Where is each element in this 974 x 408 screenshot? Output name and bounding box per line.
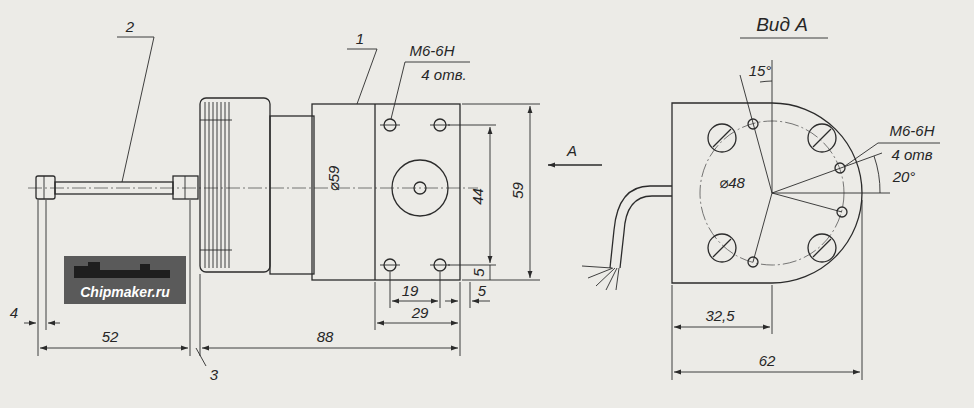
watermark: Chipmaker.ru: [78, 284, 171, 300]
dimension: 19: [400, 282, 421, 299]
dimension: ⌀59: [326, 163, 343, 193]
angle-dimension: 15°: [747, 62, 774, 79]
end-view: [582, 38, 940, 380]
dimension: 3: [208, 366, 220, 383]
dimension: 52: [100, 328, 121, 345]
dimension: 32,5: [703, 307, 736, 324]
dimension: 59: [509, 180, 526, 201]
hole-count: 4 отв.: [419, 66, 468, 83]
thread-note: М6-6Н: [887, 122, 936, 139]
dimension: ⌀48: [717, 174, 747, 191]
view-letter: А: [565, 142, 579, 159]
view-title: Вид А: [754, 14, 810, 35]
dimension: 88: [315, 328, 336, 345]
watermark-ground: [64, 256, 186, 304]
dimension: 44: [469, 186, 486, 207]
dimension: 29: [410, 304, 431, 321]
dimension: 4: [8, 304, 20, 321]
dimension: 5: [470, 266, 487, 278]
side-view: [24, 37, 602, 366]
callout-number: 2: [124, 18, 136, 35]
callout-number: 1: [354, 30, 366, 47]
dimension: 62: [757, 352, 778, 369]
thread-note: М6-6Н: [407, 42, 456, 59]
dimension: 5: [476, 282, 488, 299]
angle-dimension: 20°: [891, 168, 918, 185]
hole-count: 4 отв: [889, 146, 934, 163]
